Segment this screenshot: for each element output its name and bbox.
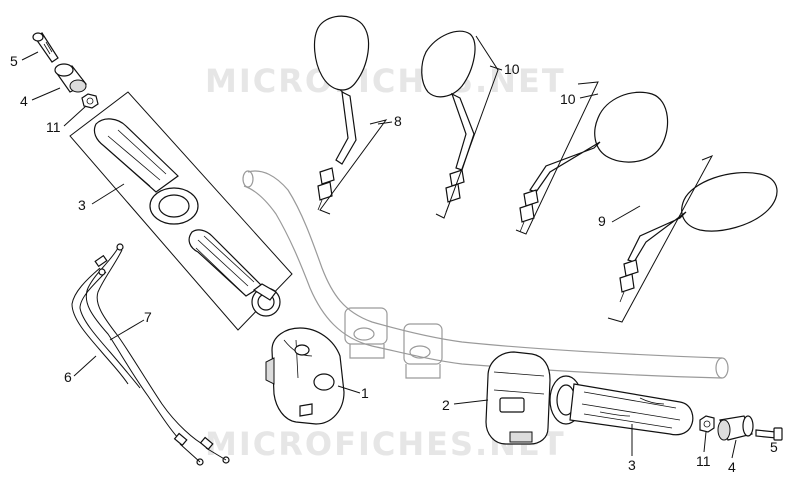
callout-9: 9 (598, 213, 606, 229)
bar-end-bolt-right (755, 427, 783, 441)
mirror-10-bracket-a (435, 35, 499, 219)
mirror-upper-right (421, 30, 476, 213)
mirror-10-bracket-b (515, 81, 599, 235)
throttle-sleeve (188, 229, 281, 317)
callout-11-right: 11 (696, 453, 711, 469)
left-grip (93, 118, 199, 225)
callout-6: 6 (64, 369, 72, 385)
callout-8: 8 (394, 113, 402, 129)
grips-box (69, 91, 293, 331)
mirror-9-bracket (607, 155, 714, 323)
callout-11-left: 11 (46, 119, 61, 135)
mirror-left-rear (313, 15, 370, 211)
right-grip (549, 375, 694, 436)
mirror-8-bracket (319, 119, 388, 215)
handlebar (242, 170, 729, 379)
callout-5-left: 5 (10, 53, 18, 69)
callout-10-top: 10 (504, 61, 520, 77)
throttle-cables (71, 243, 230, 466)
callout-3-left: 3 (78, 197, 86, 213)
callout-1: 1 (361, 385, 369, 401)
left-switch-housing (265, 327, 345, 425)
callout-5-right: 5 (770, 439, 778, 455)
mirror-right-lower (619, 172, 778, 303)
callout-7: 7 (144, 309, 152, 325)
mirror-right-round (519, 91, 669, 233)
callout-4-left: 4 (20, 93, 28, 109)
callouts: 5 4 11 3 7 6 8 10 10 9 1 2 3 11 4 5 (10, 53, 778, 475)
callout-10-right: 10 (560, 91, 576, 107)
bar-end-weight-left (54, 63, 87, 93)
bar-end-weight-right (717, 415, 754, 441)
right-switch-housing (485, 351, 551, 445)
callout-3-right: 3 (628, 457, 636, 473)
callout-4-right: 4 (728, 459, 736, 475)
callout-2: 2 (442, 397, 450, 413)
bar-end-bolt-left (32, 32, 59, 63)
leader-lines (21, 51, 737, 459)
nut-right (699, 415, 715, 433)
nut-left (81, 93, 99, 109)
watermark-top: MICROFICHES.NET (205, 62, 566, 100)
